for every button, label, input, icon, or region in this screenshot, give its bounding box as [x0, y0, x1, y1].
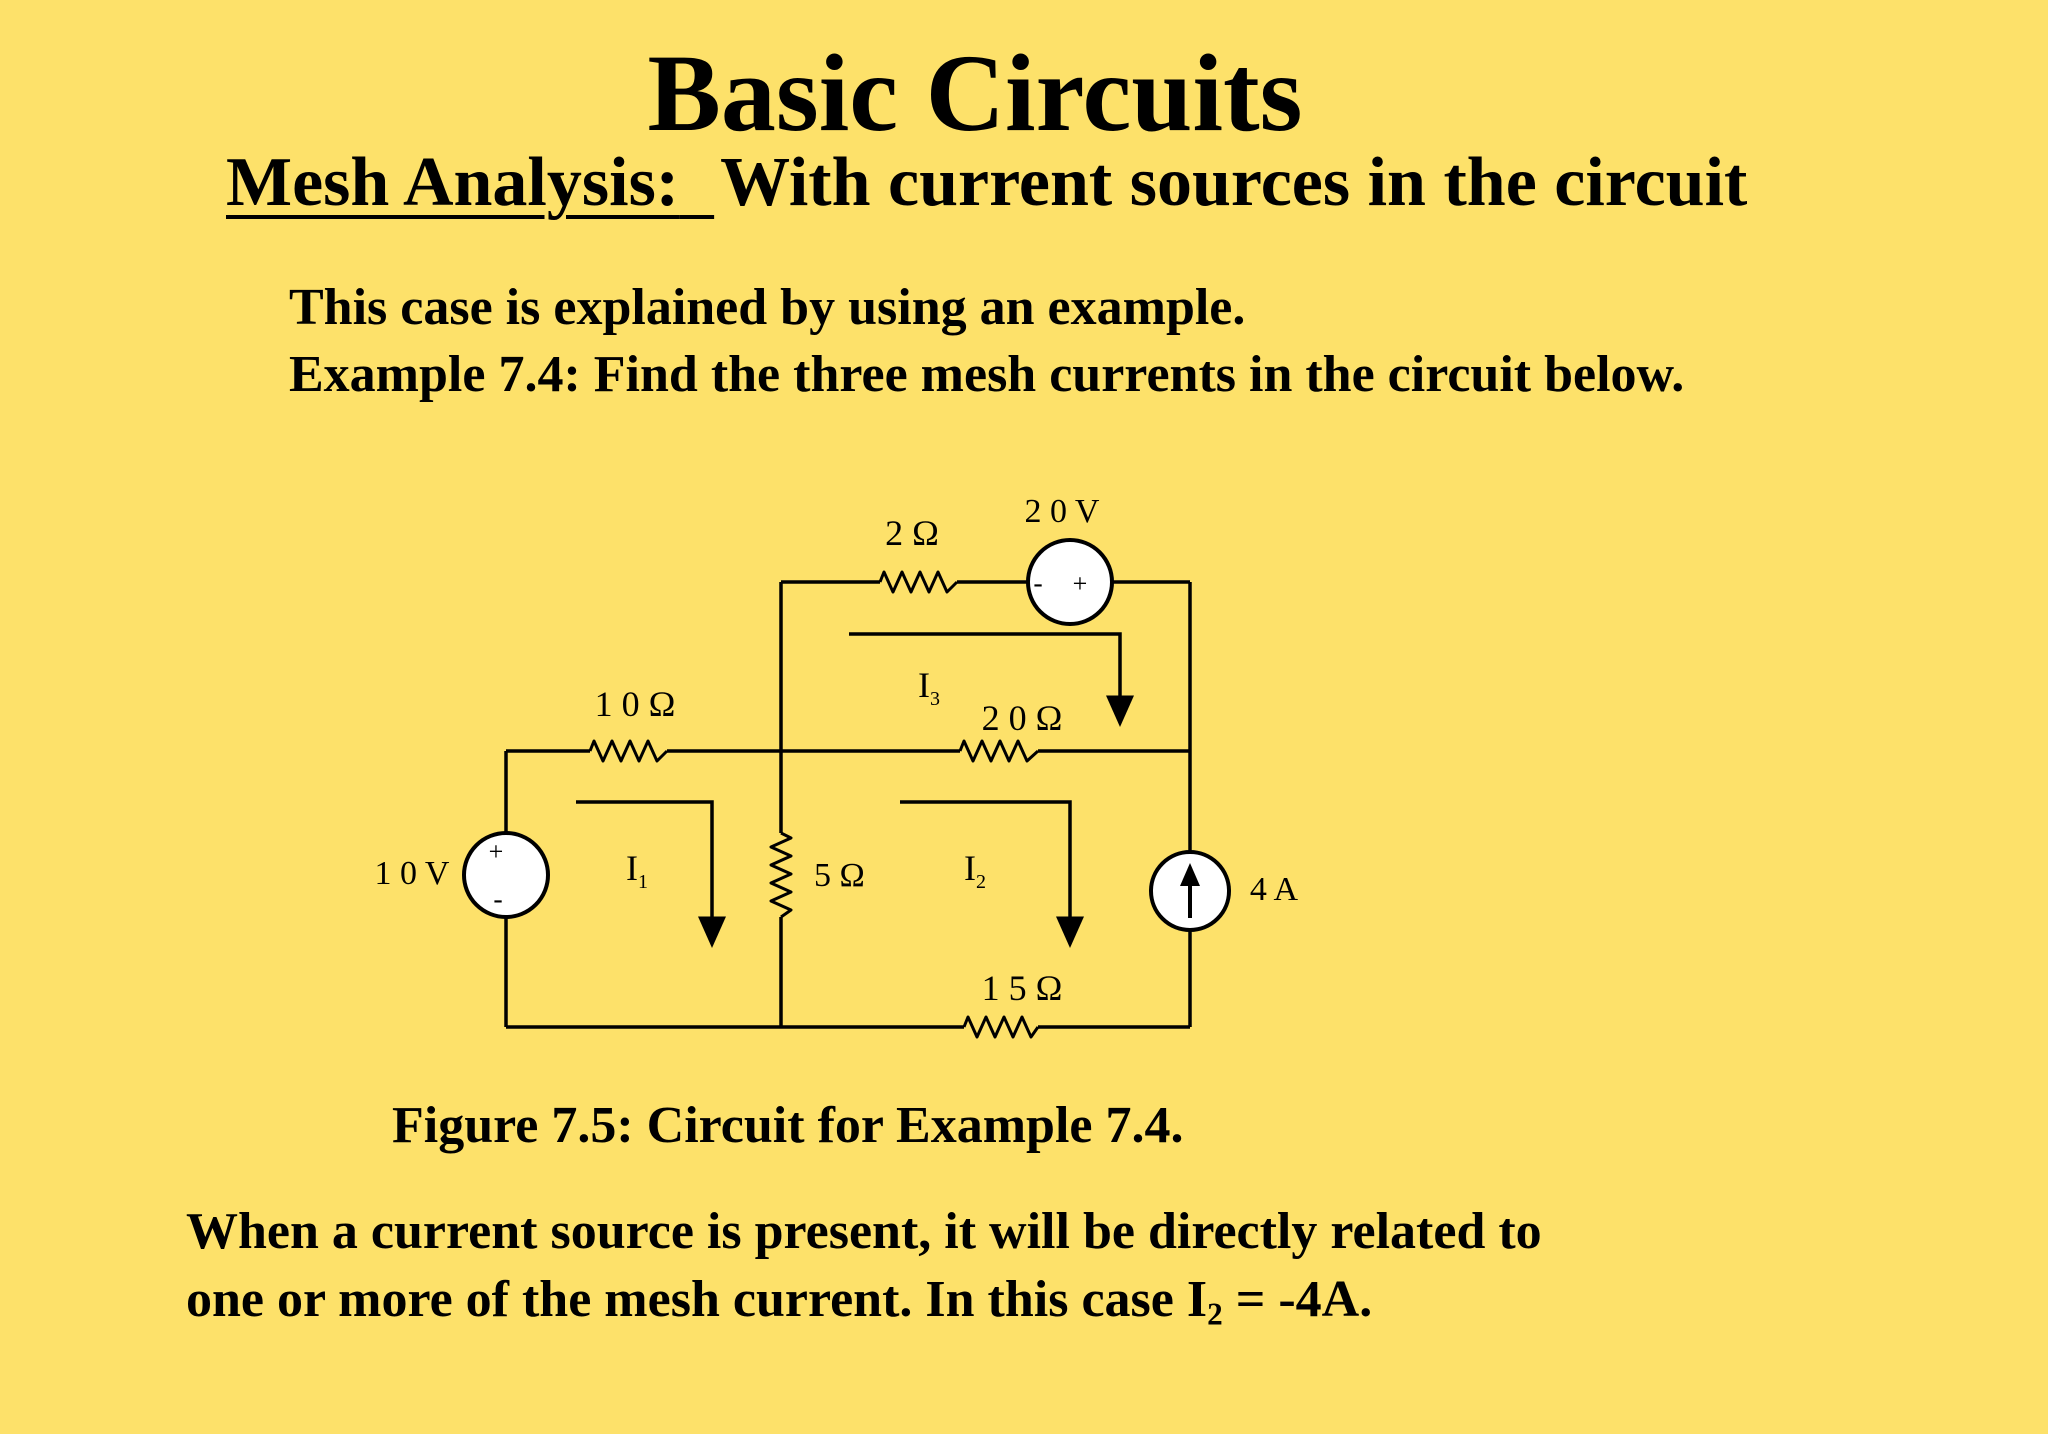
body-line-1: When a current source is present, it wil…: [186, 1203, 1542, 1260]
circuit-wires: [504, 580, 1192, 1029]
svg-text:-: -: [1033, 568, 1042, 599]
figure-caption: Figure 7.5: Circuit for Example 7.4.: [392, 1097, 1184, 1154]
resistor-5-ohm: [769, 831, 793, 919]
label-10v: 1 0 V: [375, 855, 450, 892]
mesh-arrow-i2: [900, 800, 1084, 948]
intro-line-1: This case is explained by using an examp…: [289, 279, 1246, 336]
label-i1: I1: [626, 848, 648, 893]
subtitle: Mesh Analysis:With current sources in th…: [226, 148, 1747, 218]
resistor-20-ohm: [958, 739, 1040, 763]
label-10-ohm: 1 0 Ω: [595, 684, 676, 724]
current-source-4a: [1149, 850, 1231, 932]
body-line-2: one or more of the mesh current. In this…: [186, 1271, 1373, 1332]
subtitle-lead: Mesh Analysis:: [226, 144, 680, 221]
label-4a: 4 A: [1250, 871, 1299, 908]
resistor-10-ohm: [588, 739, 669, 763]
voltage-source-20v: - +: [1026, 538, 1114, 626]
svg-text:+: +: [489, 837, 504, 866]
svg-text:-: -: [493, 884, 502, 915]
intro-line-2: Example 7.4: Find the three mesh current…: [289, 346, 1685, 403]
label-15-ohm: 1 5 Ω: [982, 968, 1063, 1008]
page-title: Basic Circuits: [647, 32, 1303, 154]
label-20-ohm: 2 0 Ω: [982, 698, 1063, 738]
label-2-ohm: 2 Ω: [885, 513, 939, 553]
voltage-source-10v: + -: [462, 831, 550, 919]
label-i2: I2: [964, 848, 986, 893]
label-20v: 2 0 V: [1025, 493, 1100, 530]
label-5-ohm: 5 Ω: [814, 857, 865, 894]
resistor-15-ohm: [962, 1015, 1040, 1039]
mesh-arrow-i3: [849, 632, 1134, 727]
mesh-arrow-i1: [576, 800, 726, 948]
svg-text:+: +: [1073, 569, 1088, 598]
resistor-2-ohm: [878, 570, 959, 594]
subtitle-rest: With current sources in the circuit: [720, 144, 1748, 221]
label-i3: I3: [918, 665, 940, 710]
